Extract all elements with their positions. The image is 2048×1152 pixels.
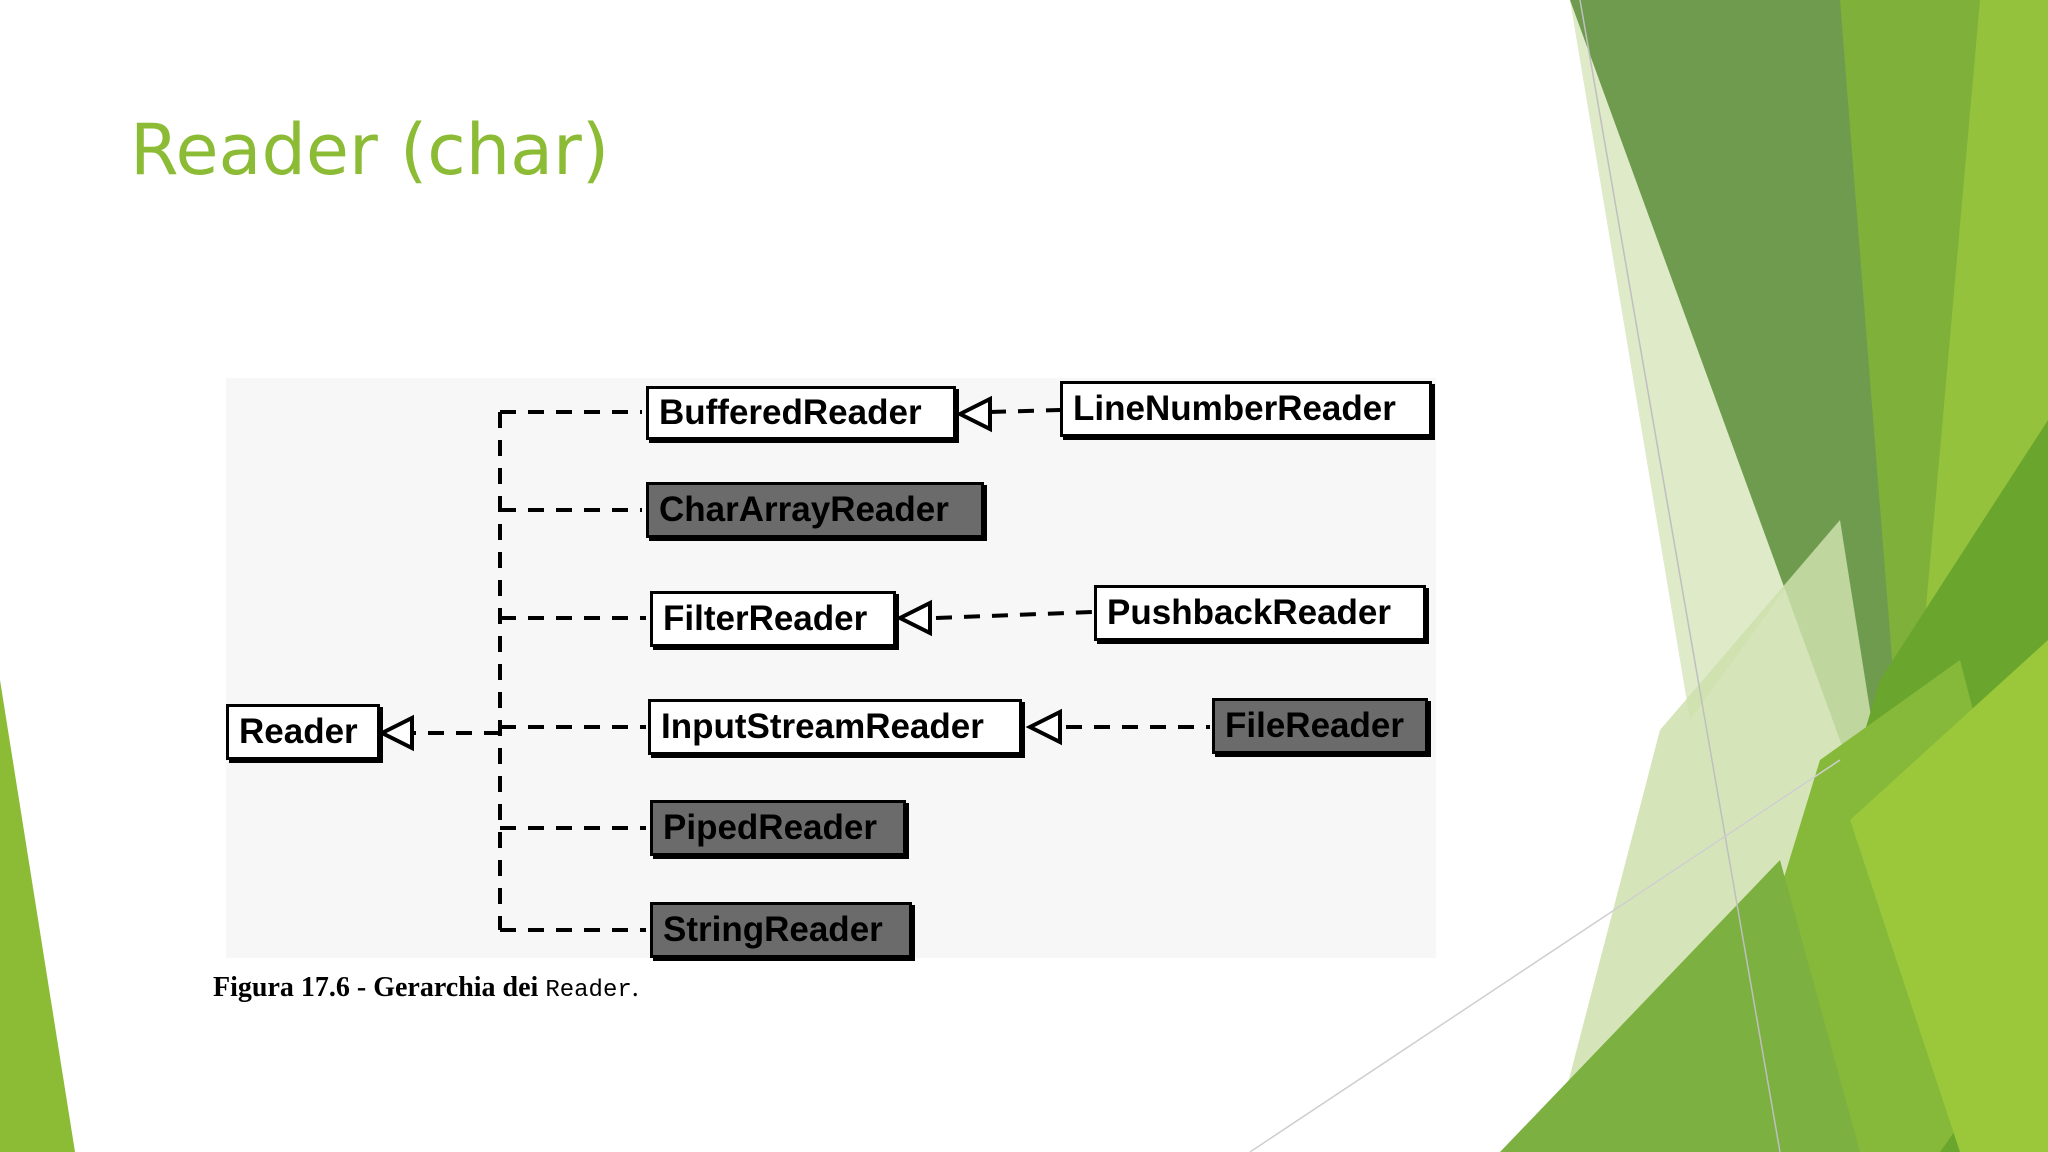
generalization-arrowhead bbox=[955, 395, 992, 433]
figure-caption: Figura 17.6 - Gerarchia dei Reader. bbox=[213, 972, 639, 1004]
generalization-arrowhead bbox=[895, 599, 932, 637]
class-box-pipedreader: PipedReader bbox=[650, 800, 906, 856]
caption-suffix: . bbox=[631, 972, 639, 1003]
generalization-arrowhead bbox=[377, 714, 414, 752]
class-box-pushbackreader: PushbackReader bbox=[1094, 585, 1426, 641]
class-box-bufferedreader: BufferedReader bbox=[646, 386, 956, 440]
caption-code: Reader bbox=[545, 977, 632, 1004]
edge-pushback-filter bbox=[935, 610, 1093, 620]
class-box-stringreader: StringReader bbox=[650, 902, 912, 958]
class-box-filereader: FileReader bbox=[1212, 698, 1428, 754]
figure-background bbox=[226, 378, 1436, 958]
caption-text: Figura 17.6 - Gerarchia dei bbox=[213, 972, 546, 1003]
edge-linenumber-buffered bbox=[989, 408, 1061, 414]
class-box-reader: Reader bbox=[226, 704, 380, 760]
generalization-arrowhead bbox=[1025, 708, 1062, 746]
slide-title: Reader (char) bbox=[130, 109, 610, 191]
class-box-filterreader: FilterReader bbox=[650, 591, 896, 647]
class-box-inputstreamreader: InputStreamReader bbox=[648, 699, 1022, 755]
class-box-linenumberreader: LineNumberReader bbox=[1060, 381, 1432, 437]
class-box-chararrayreader: CharArrayReader bbox=[646, 482, 984, 538]
